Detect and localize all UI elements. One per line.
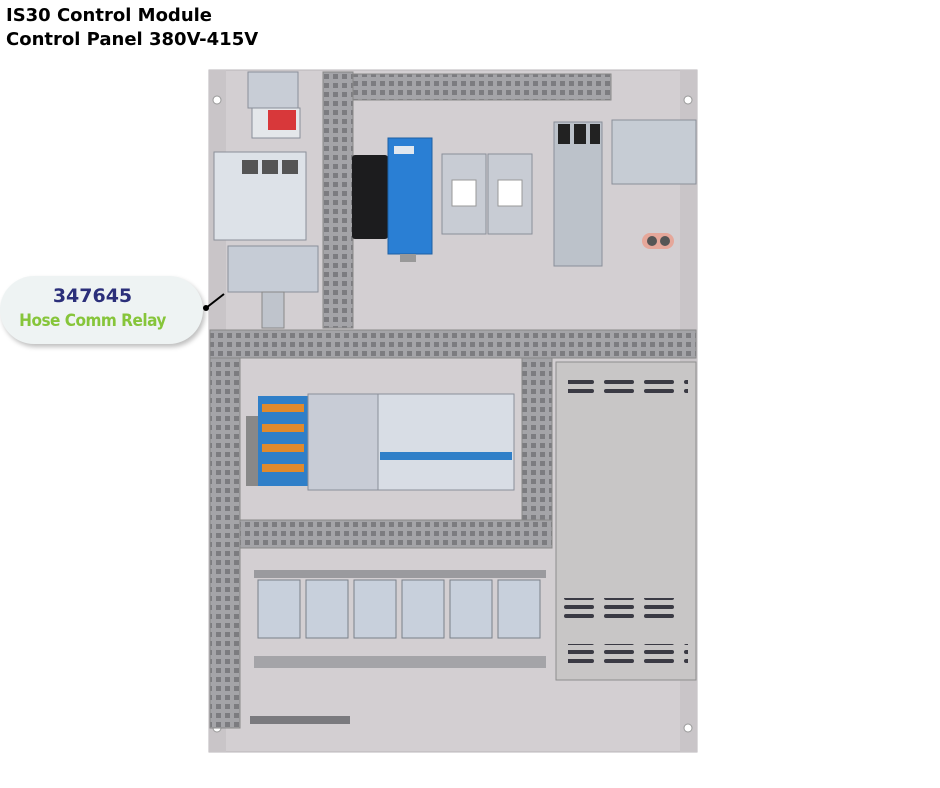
part-label: Hose Comm Relay <box>19 311 166 331</box>
ventilated-cover <box>555 361 697 681</box>
indicator-plate <box>642 233 674 249</box>
panel-subtitle: Control Panel 380V-415V <box>6 29 259 50</box>
power-supply-blue <box>387 137 433 262</box>
contactor <box>441 153 533 235</box>
wire-duct <box>209 71 697 729</box>
solid-state-relay-row <box>254 570 546 668</box>
power-supply-black <box>352 155 388 239</box>
circuit-breaker <box>611 119 697 185</box>
part-number: 347645 <box>52 285 133 307</box>
fuse-holder <box>553 121 603 267</box>
callout-pointer <box>205 293 225 309</box>
relay-module-stack <box>213 71 319 329</box>
hose-comm-relay-callout: 347645 Hose Comm Relay <box>0 276 203 344</box>
panel-title: IS30 Control Module <box>6 5 213 26</box>
ground-bar <box>250 716 350 724</box>
terminal-block-row <box>246 393 515 491</box>
